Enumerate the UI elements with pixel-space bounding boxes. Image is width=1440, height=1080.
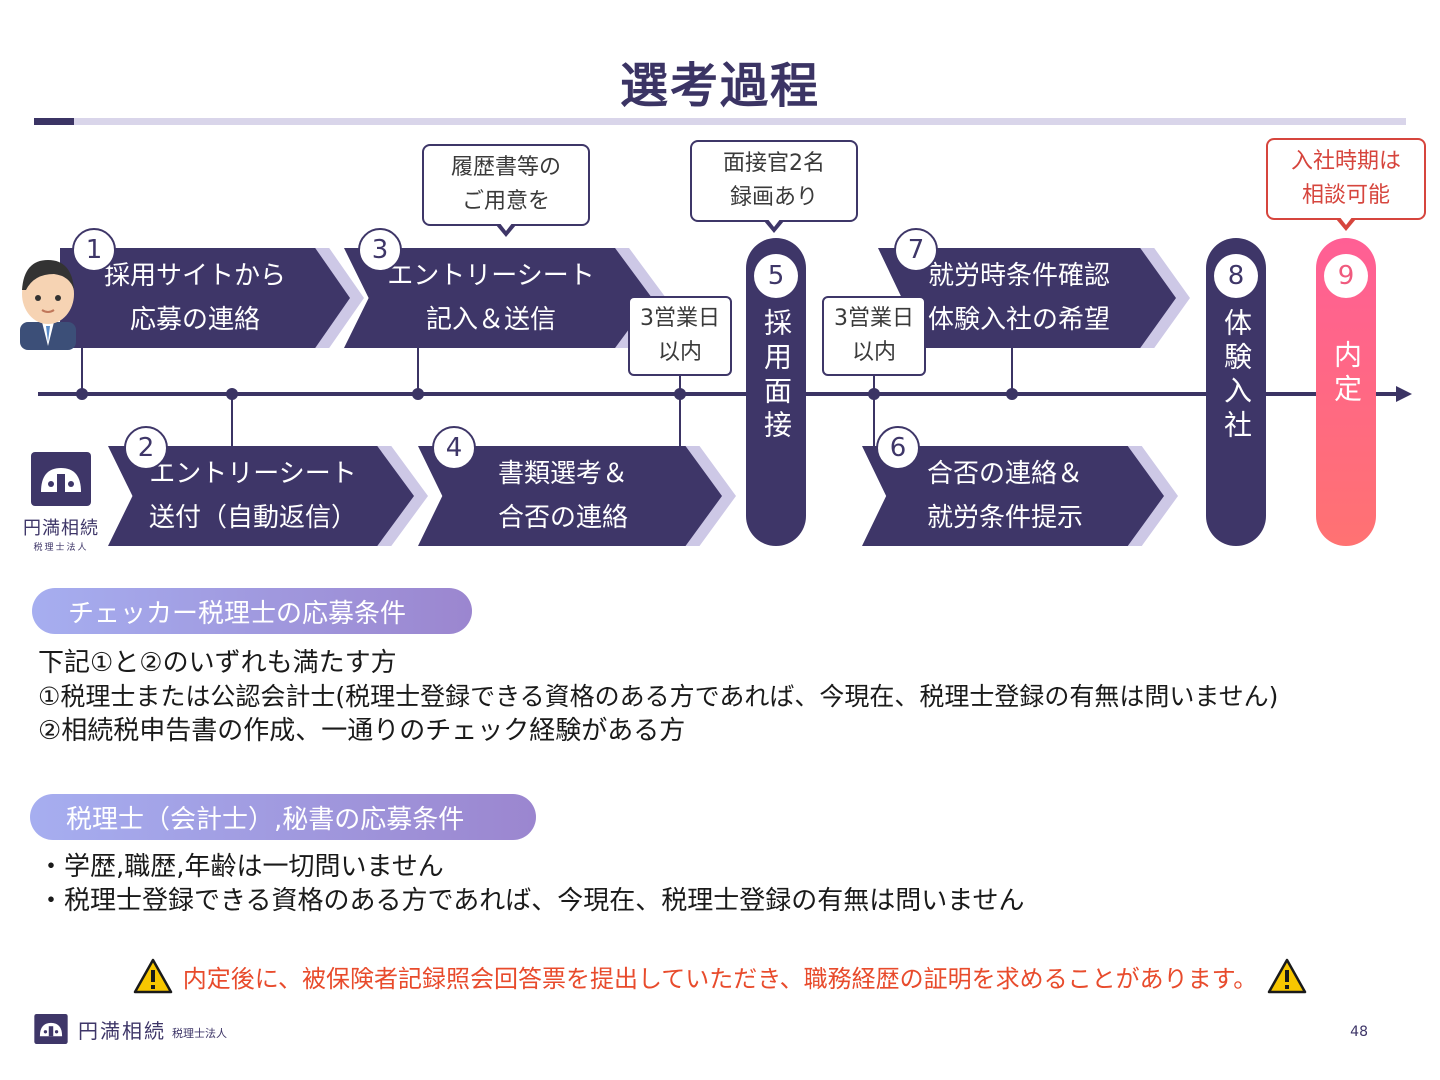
deadline-box-second: 3営業日 以内: [822, 296, 926, 376]
section-2-text-1: ・学歴,職歴,年齢は一切問いません: [38, 852, 444, 882]
title-underline: [34, 118, 1406, 125]
step-2-number: 2: [124, 426, 168, 470]
step-3-number: 3: [358, 228, 402, 272]
company-logo-icon: [31, 452, 91, 506]
step-5-pill: 5 採用面接: [746, 238, 806, 546]
callout-documents-line1: 履歴書等の: [450, 155, 561, 180]
timeline-axis: [38, 392, 1400, 396]
deadline-second-line2: 以内: [851, 340, 896, 365]
timeline-dot-step-3: [412, 388, 424, 400]
deadline-first-line1: 3営業日: [640, 306, 720, 331]
step-5-number: 5: [754, 254, 798, 298]
side-logo-name: 円満相続: [23, 518, 99, 539]
step-2-line2: 送付（自動返信）: [148, 503, 357, 533]
step-8-number: 8: [1214, 254, 1258, 298]
step-9-number: 9: [1324, 254, 1368, 298]
step-6-line1: 合否の連絡＆: [926, 459, 1083, 489]
timeline-dot-step-2: [226, 388, 238, 400]
page-title: 選考過程: [619, 58, 820, 114]
step-8-label: 体験入社: [1220, 308, 1253, 444]
deadline-box-first: 3営業日 以内: [628, 296, 732, 376]
connector-step-2: [231, 393, 233, 448]
step-3-line2: 記入＆送信: [425, 305, 556, 335]
footer-logo: 円満相続 税理士法人: [34, 1014, 227, 1044]
businessman-avatar-icon: [20, 260, 76, 350]
callout-interviewers-line1: 面接官2名: [723, 151, 825, 176]
timeline-dot-step-4: [674, 388, 686, 400]
side-logo: 円満相続 税理士法人: [18, 452, 104, 553]
page-number: 48: [1350, 1024, 1368, 1040]
warning-text: 内定後に、被保険者記録照会回答票を提出していただき、職務経歴の証明を求めることが…: [182, 964, 1258, 993]
callout-start-date-line2: 相談可能: [1301, 183, 1390, 208]
step-5-label: 採用面接: [760, 308, 793, 444]
section-1-text-1: 下記①と②のいずれも満たす方: [38, 648, 397, 678]
callout-tail: [764, 218, 784, 233]
section-1-label: チェッカー税理士の応募条件: [32, 588, 472, 634]
callout-documents-line2: ご用意を: [461, 189, 550, 214]
step-2-arrow: エントリーシート 送付（自動返信）: [108, 446, 428, 546]
section-2-text-2: ・税理士登録できる資格のある方であれば、今現在、税理士登録の有無は問いません: [38, 886, 1025, 916]
step-3-line1: エントリーシート: [387, 261, 595, 291]
footer-logo-sub: 税理士法人: [172, 1027, 227, 1040]
step-7-line1: 就労時条件確認: [927, 261, 1110, 291]
connector-step-6: [873, 370, 875, 448]
connector-step-7: [1011, 345, 1013, 393]
timeline-arrowhead: [1396, 386, 1412, 402]
footer-logo-name: 円満相続: [78, 1018, 166, 1043]
warning-triangle-icon: [1267, 958, 1307, 994]
step-9-label: 内定: [1330, 340, 1363, 408]
callout-tail: [496, 222, 516, 237]
step-6-number: 6: [876, 426, 920, 470]
step-8-pill: 8 体験入社: [1206, 238, 1266, 546]
step-1-number: 1: [72, 228, 116, 272]
connector-step-3: [417, 345, 419, 393]
step-1-line2: 応募の連絡: [129, 305, 260, 335]
warning-banner: 内定後に、被保険者記録照会回答票を提出していただき、職務経歴の証明を求めることが…: [0, 958, 1440, 994]
callout-start-date-line1: 入社時期は: [1290, 149, 1401, 174]
step-7-arrow: 就労時条件確認 体験入社の希望: [878, 248, 1190, 348]
timeline-dot-step-1: [76, 388, 88, 400]
step-4-line1: 書類選考＆: [497, 459, 628, 489]
timeline-dot-step-6: [868, 388, 880, 400]
timeline-dot-step-7: [1006, 388, 1018, 400]
company-logo-icon: [34, 1014, 68, 1044]
title-underline-accent: [34, 118, 74, 125]
side-logo-sub: 税理士法人: [33, 543, 89, 553]
section-2-label: 税理士（会計士）,秘書の応募条件: [30, 794, 536, 840]
callout-documents: 履歴書等の ご用意を: [422, 144, 590, 237]
step-9-pill: 9 内定: [1316, 238, 1376, 546]
deadline-second-line1: 3営業日: [834, 306, 914, 331]
callout-tail: [1336, 216, 1356, 231]
connector-step-4: [679, 370, 681, 448]
callout-interviewers: 面接官2名 録画あり: [690, 140, 858, 233]
step-6-line2: 就労条件提示: [926, 503, 1083, 533]
step-4-line2: 合否の連絡: [497, 503, 628, 533]
step-7-line2: 体験入社の希望: [927, 305, 1110, 335]
deadline-first-line2: 以内: [657, 340, 702, 365]
section-1-text-2: ①税理士または公認会計士(税理士登録できる資格のある方であれば、今現在、税理士登…: [38, 682, 1279, 711]
step-2-line1: エントリーシート: [149, 459, 357, 489]
step-7-number: 7: [894, 228, 938, 272]
step-1-line1: 採用サイトから: [103, 261, 286, 291]
connector-step-1: [81, 345, 83, 393]
callout-interviewers-line2: 録画あり: [729, 185, 818, 210]
warning-triangle-icon: [133, 958, 172, 994]
callout-start-date: 入社時期は 相談可能: [1266, 138, 1426, 231]
step-4-number: 4: [432, 426, 476, 470]
section-1-text-3: ②相続税申告書の作成、一通りのチェック経験がある方: [38, 716, 686, 746]
